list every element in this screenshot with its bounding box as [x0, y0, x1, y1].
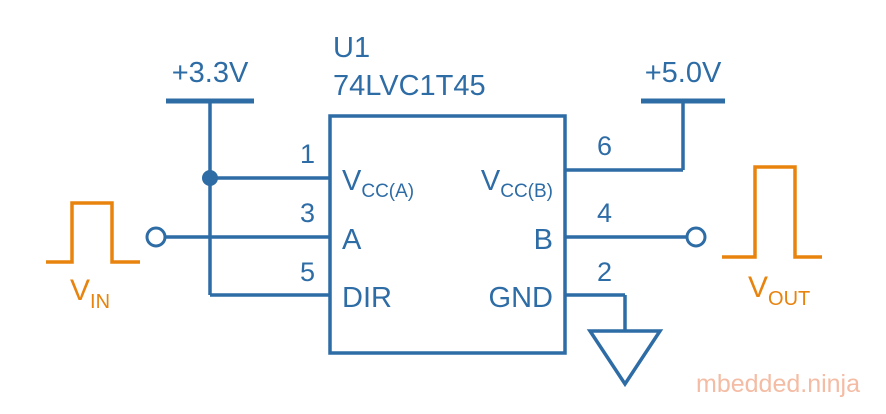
pin-number-6: 6 [597, 131, 612, 161]
output-signal-label-sub: OUT [768, 288, 810, 310]
output-signal-label-main: V [748, 271, 768, 304]
pin-label-dir: DIR [342, 282, 392, 314]
pin-label-vcca-main: V [342, 165, 362, 197]
pin-label-b: B [534, 224, 553, 256]
pin-label-vccb-sub: CC(B) [500, 181, 553, 202]
ic-part-number: 74LVC1T45 [333, 70, 486, 102]
output-terminal-icon [685, 226, 707, 248]
pin-number-4: 4 [597, 198, 612, 228]
pin-number-2: 2 [597, 257, 612, 287]
input-signal-label-main: V [70, 274, 90, 307]
input-signal: VIN [46, 201, 140, 313]
rail-3v3-label: +3.3V [172, 57, 249, 89]
input-waveform-icon [46, 201, 140, 264]
pin-label-vcca-sub: CC(A) [361, 181, 414, 202]
pin-label-gnd: GND [489, 282, 553, 314]
input-terminal-icon [145, 226, 167, 248]
power-rail-5v0: +5.0V [641, 57, 725, 170]
pin-label-vcca: VCC(A) [342, 165, 414, 202]
ground-symbol-icon [586, 329, 664, 388]
pin-label-vccb-main: V [481, 165, 501, 197]
pin-label-vccb: VCC(B) [481, 165, 553, 202]
input-signal-label-sub: IN [90, 291, 110, 313]
rail-5v0-label: +5.0V [645, 57, 722, 89]
pin-number-1: 1 [300, 139, 315, 169]
output-waveform-icon [722, 165, 822, 259]
input-signal-label: VIN [70, 274, 110, 313]
ic-body [328, 114, 567, 355]
watermark-text: mbedded.ninja [696, 370, 860, 398]
power-rail-3v3: +3.3V [166, 57, 254, 295]
output-signal: VOUT [722, 165, 822, 310]
pin-number-5: 5 [300, 257, 315, 287]
ic-designator: U1 [333, 32, 370, 64]
pin-label-a: A [342, 224, 362, 256]
pin-number-3: 3 [300, 198, 315, 228]
output-signal-label: VOUT [748, 271, 810, 310]
ic-u1: U1 74LVC1T45 [328, 32, 567, 355]
